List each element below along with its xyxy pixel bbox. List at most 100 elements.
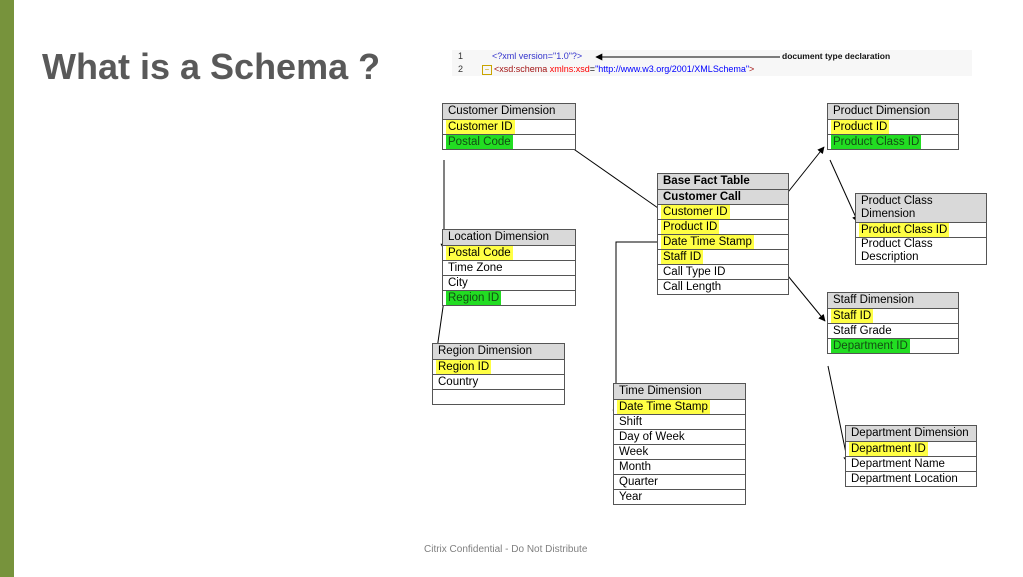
table-row: Department Location <box>846 472 976 486</box>
field-label: Staff Grade <box>833 325 892 337</box>
primary-key-field: Region ID <box>436 360 492 374</box>
table-row: Customer ID <box>658 205 788 220</box>
foreign-key-field: Region ID <box>446 291 502 305</box>
primary-key-field: Date Time Stamp <box>617 400 710 414</box>
field-label: Call Type ID <box>663 266 726 278</box>
link-product-class <box>829 159 859 223</box>
link-staff-department <box>827 365 851 464</box>
field-label: Shift <box>619 416 643 428</box>
xsd-equals: = <box>589 64 596 74</box>
xml-line-2: 2 −<xsd:schema xmlns:xsd="http://www.w3.o… <box>452 63 754 76</box>
table-title: Department Dimension <box>846 426 976 442</box>
table-row: Day of Week <box>614 430 745 445</box>
primary-key-field: Product ID <box>661 220 720 234</box>
table-row: Region ID <box>433 360 564 375</box>
primary-key-field: Customer ID <box>446 120 515 134</box>
field-label: Day of Week <box>619 431 685 443</box>
table-row: Call Length <box>658 280 788 294</box>
table-title: Customer Dimension <box>443 104 575 120</box>
primary-key-field: Staff ID <box>831 309 874 323</box>
xsd-attribute: xmlns:xsd <box>549 64 590 74</box>
table-row: Department ID <box>846 442 976 457</box>
table-row: Staff ID <box>658 250 788 265</box>
table-row: Postal Code <box>443 135 575 149</box>
table-row: Product Class Description <box>856 238 986 264</box>
table-row: Postal Code <box>443 246 575 261</box>
table-row: Department ID <box>828 339 958 353</box>
table-row: Country <box>433 375 564 390</box>
staff-dimension-table: Staff Dimension Staff ID Staff Grade Dep… <box>827 292 959 354</box>
base-fact-table: Base Fact Table Customer Call Customer I… <box>657 173 789 295</box>
customer-dimension-table: Customer Dimension Customer ID Postal Co… <box>442 103 576 150</box>
line-number: 2 <box>458 64 464 74</box>
xsd-tag-end: > <box>749 64 755 74</box>
table-title: Staff Dimension <box>828 293 958 309</box>
xml-snippet: 1 <?xml version="1.0"?> 2 −<xsd:schema xml… <box>452 50 972 76</box>
table-row: Week <box>614 445 745 460</box>
field-label: Year <box>619 491 643 503</box>
table-row: Staff ID <box>828 309 958 324</box>
region-dimension-table: Region Dimension Region ID Country <box>432 343 565 405</box>
location-dimension-table: Location Dimension Postal Code Time Zone… <box>442 229 576 306</box>
table-subtitle: Customer Call <box>663 191 741 203</box>
primary-key-field: Staff ID <box>661 250 704 264</box>
doc-type-label: document type declaration <box>782 51 891 61</box>
field-label: Department Location <box>851 473 958 485</box>
department-dimension-table: Department Dimension Department ID Depar… <box>845 425 977 487</box>
xsd-tag: <xsd:schema <box>494 64 550 74</box>
table-row: Customer Call <box>658 190 788 205</box>
link-fact-customer <box>564 142 659 209</box>
primary-key-field: Date Time Stamp <box>661 235 754 249</box>
field-label: Quarter <box>619 476 658 488</box>
table-row: Product ID <box>828 120 958 135</box>
accent-bar <box>0 0 14 577</box>
primary-key-field: Customer ID <box>661 205 730 219</box>
table-row: Staff Grade <box>828 324 958 339</box>
table-row: Product ID <box>658 220 788 235</box>
table-row: Department Name <box>846 457 976 472</box>
foreign-key-field: Postal Code <box>446 135 513 149</box>
field-label: Call Length <box>663 281 722 293</box>
primary-key-field: Product Class ID <box>859 223 950 237</box>
table-row: Call Type ID <box>658 265 788 280</box>
slide-title: What is a Schema ? <box>42 46 381 87</box>
primary-key-field: Product ID <box>831 120 890 134</box>
line-number: 1 <box>458 51 464 61</box>
time-dimension-table: Time Dimension Date Time Stamp Shift Day… <box>613 383 746 505</box>
field-label: Time Zone <box>448 262 503 274</box>
table-row: Shift <box>614 415 745 430</box>
table-title: Time Dimension <box>614 384 745 400</box>
table-title: Location Dimension <box>443 230 575 246</box>
field-label: Country <box>438 376 479 388</box>
table-row: Date Time Stamp <box>658 235 788 250</box>
xsd-value: "http://www.w3.org/2001/XMLSchema" <box>595 64 750 74</box>
table-row: Date Time Stamp <box>614 400 745 415</box>
footer-confidential: Citrix Confidential - Do Not Distribute <box>424 544 588 555</box>
table-row: Product Class ID <box>828 135 958 149</box>
foreign-key-field: Product Class ID <box>831 135 922 149</box>
primary-key-field: Department ID <box>849 442 928 456</box>
field-label: Product Class Description <box>861 238 933 263</box>
xml-declaration: <?xml version="1.0"?> <box>492 51 583 61</box>
table-row: Time Zone <box>443 261 575 276</box>
collapse-icon[interactable]: − <box>482 64 492 75</box>
foreign-key-field: Department ID <box>831 339 910 353</box>
table-row: City <box>443 276 575 291</box>
product-dimension-table: Product Dimension Product ID Product Cla… <box>827 103 959 150</box>
field-label: City <box>448 277 468 289</box>
field-label: Month <box>619 461 651 473</box>
primary-key-field: Postal Code <box>446 246 513 260</box>
table-row: Product Class ID <box>856 223 986 238</box>
field-label: Week <box>619 446 649 458</box>
table-row: Customer ID <box>443 120 575 135</box>
table-row: Month <box>614 460 745 475</box>
table-title: Base Fact Table <box>658 174 788 190</box>
table-title: Product Class Dimension <box>856 194 986 223</box>
table-row: Region ID <box>443 291 575 305</box>
product-class-dimension-table: Product Class Dimension Product Class ID… <box>855 193 987 265</box>
link-fact-time <box>612 241 658 417</box>
table-title: Product Dimension <box>828 104 958 120</box>
table-row <box>433 390 564 404</box>
table-row: Quarter <box>614 475 745 490</box>
table-title: Region Dimension <box>433 344 564 360</box>
